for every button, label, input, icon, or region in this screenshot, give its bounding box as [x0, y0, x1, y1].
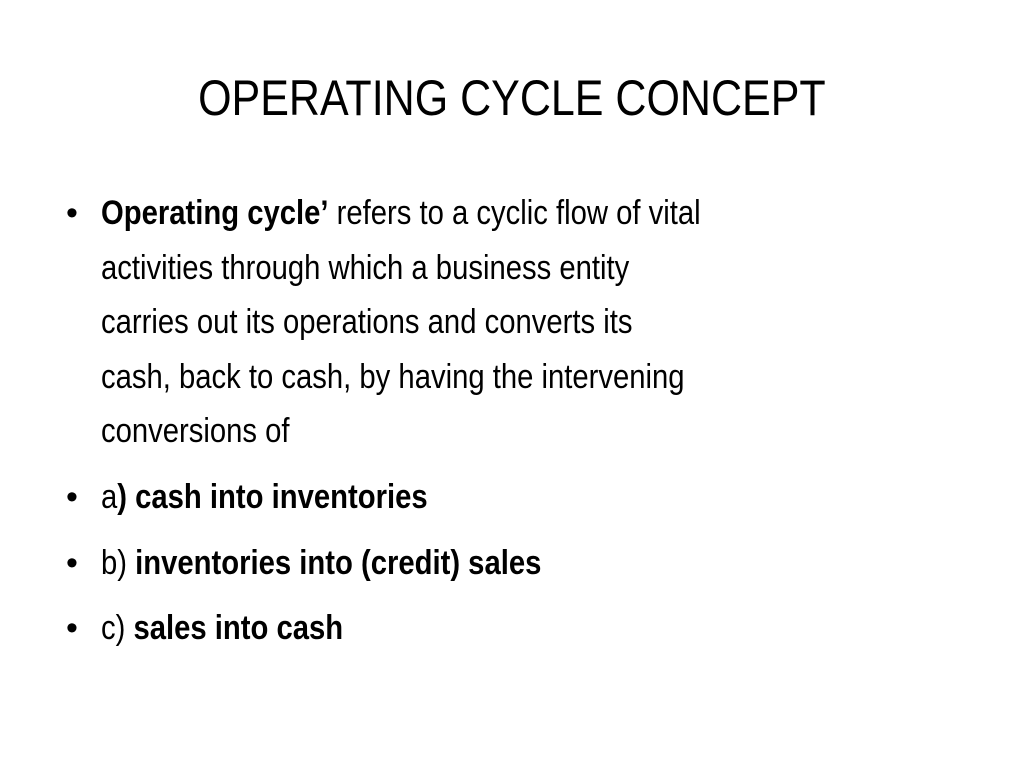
bullet-line-4: cash, back to cash, by having the interv…: [101, 357, 685, 396]
bullet-bold-text: inventories into (credit) sales: [135, 544, 542, 582]
slide-title-text: OPERATING CYCLE CONCEPT: [198, 70, 826, 126]
bullet-prefix: b): [101, 544, 136, 582]
definition-text: refers to a cyclic flow of vital: [328, 194, 701, 232]
bullet-dot-icon: •: [66, 478, 78, 516]
bullet-dot-icon: •: [66, 544, 78, 582]
bullet-line-3: carries out its operations and converts …: [101, 303, 633, 341]
bullet-prefix: a: [101, 478, 118, 516]
bullet-dot-icon: •: [66, 194, 78, 232]
bullet-text: b) inventories into (credit) sales: [101, 536, 541, 591]
bullet-text: Operating cycle’ refers to a cyclic flow…: [101, 186, 701, 459]
bullet-line-1: Operating cycle’ refers to a cyclic flow…: [101, 186, 701, 241]
slide-title: OPERATING CYCLE CONCEPT: [0, 58, 1024, 138]
bullet-bold-text: ) cash into inventories: [117, 478, 428, 516]
term-operating-cycle: Operating cycle’: [101, 194, 329, 232]
bullet-text: c) sales into cash: [101, 601, 343, 656]
bullet-bold-text: sales into cash: [133, 609, 344, 647]
bullet-line-5: conversions of: [101, 412, 290, 450]
bullet-dot-icon: •: [66, 609, 78, 647]
bullet-prefix: c): [101, 609, 134, 647]
bullet-line-2: activities through which a business enti…: [101, 248, 630, 287]
bullet-text: a) cash into inventories: [101, 470, 428, 525]
